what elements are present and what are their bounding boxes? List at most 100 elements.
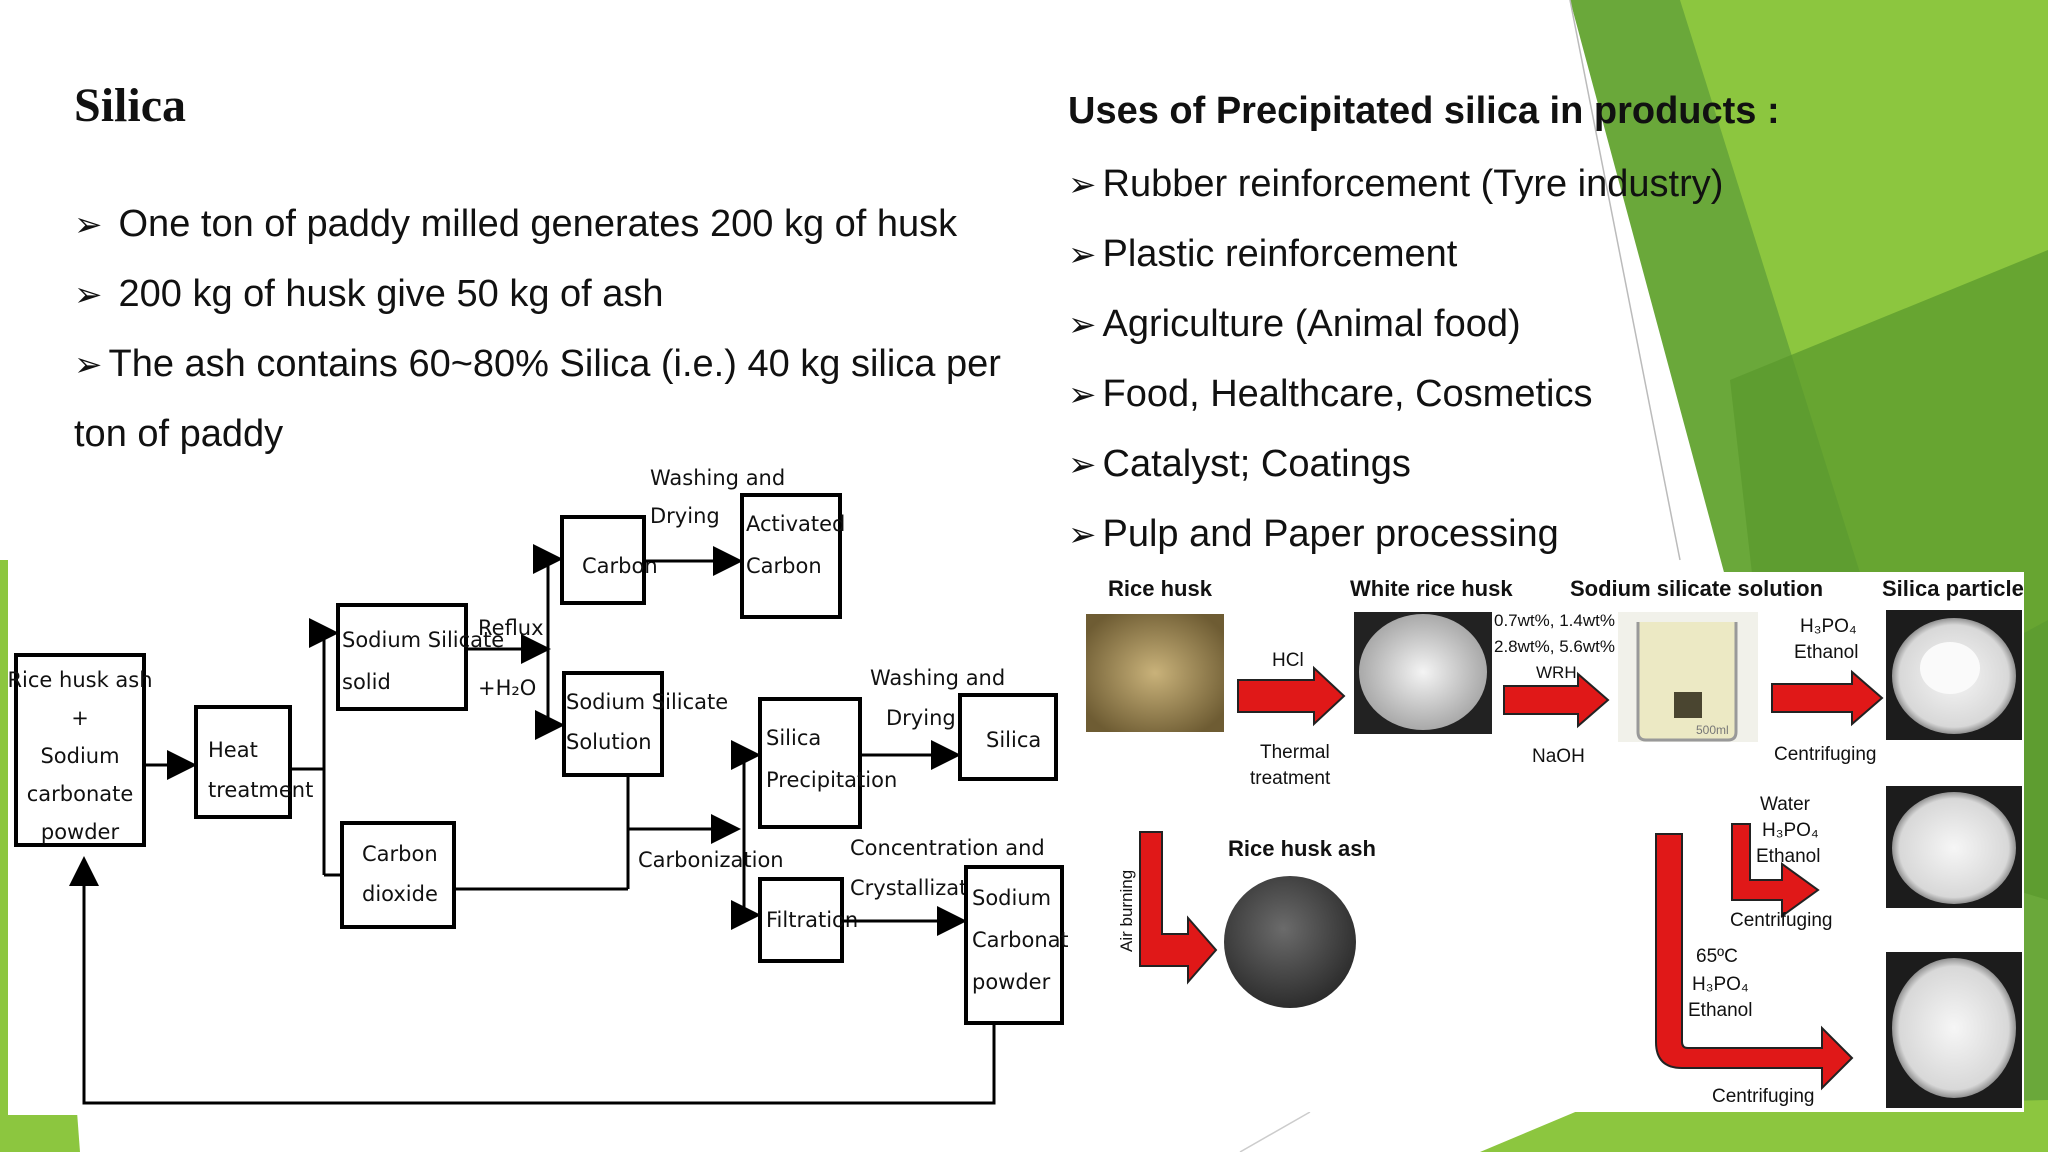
svg-text:Thermal: Thermal: [1260, 742, 1330, 763]
white-rice-husk-dish: [1359, 614, 1487, 730]
svg-text:Precipitation: Precipitation: [766, 768, 897, 792]
proc-label-silica-particles: Silica particles: [1882, 576, 2024, 601]
bullet-item: ➢200 kg of husk give 50 kg of ash: [74, 260, 1034, 330]
flow-label-washing-2: Washing and: [870, 666, 1005, 690]
svg-text:0.7wt%, 1.4wt%: 0.7wt%, 1.4wt%: [1494, 611, 1615, 630]
bullet-arrow-icon: ➢: [1068, 306, 1097, 344]
uses-item: ➢Rubber reinforcement (Tyre industry): [1068, 150, 1723, 220]
rice-husk-photo: [1086, 614, 1224, 732]
uses-item: ➢Plastic reinforcement: [1068, 220, 1723, 290]
flow-box-ss-solution: [562, 671, 664, 777]
proc-label-air-burning: Air burning: [1117, 870, 1136, 952]
flow-start-line: powder: [41, 820, 120, 844]
process-diagram: Rice husk White rice husk Sodium silicat…: [1082, 572, 2036, 1112]
bullet-arrow-icon: ➢: [1068, 376, 1097, 414]
svg-text:Solution: Solution: [566, 730, 652, 754]
beaker-volume-label: 500ml: [1696, 723, 1729, 737]
proc-label-rice-husk: Rice husk: [1108, 576, 1213, 601]
bullet-item: ➢The ash contains 60~80% Silica (i.e.) 4…: [74, 330, 1034, 400]
rice-husk-ash-photo: [1224, 876, 1356, 1008]
svg-text:2.8wt%, 5.6wt%: 2.8wt%, 5.6wt%: [1494, 637, 1615, 656]
proc-label-white-rice-husk: White rice husk: [1350, 576, 1513, 601]
bullet-arrow-icon: ➢: [1068, 516, 1097, 554]
flow-box-activated-carbon: [740, 493, 842, 619]
proc-label-ss-solution: Sodium silicate solution: [1570, 576, 1823, 601]
svg-text:Silica: Silica: [766, 726, 821, 750]
bullet-item: ➢One ton of paddy milled generates 200 k…: [74, 190, 1034, 260]
red-arrow-icon: [1771, 669, 1884, 727]
flow-box-carbon: [560, 515, 646, 605]
flow-label-drying: Drying: [650, 504, 720, 528]
silica-dish-3: [1892, 958, 2016, 1098]
flow-box-silica: [958, 693, 1058, 781]
bullet-arrow-icon: ➢: [1068, 166, 1097, 204]
flow-box-sodium-carbonate: [964, 865, 1064, 1025]
svg-text:Carbon: Carbon: [746, 554, 822, 578]
proc-label-hcl: HCl: [1272, 650, 1304, 671]
silica-powder-1: [1920, 642, 1980, 694]
flow-label-concentration: Concentration and: [850, 836, 1045, 860]
svg-text:Carbonate: Carbonate: [972, 928, 1068, 952]
svg-text:Centrifuging: Centrifuging: [1730, 910, 1832, 931]
svg-text:H₃PO₄: H₃PO₄: [1692, 974, 1749, 995]
bullet-arrow-icon: ➢: [1068, 236, 1097, 274]
uses-heading: Uses of Precipitated silica in products …: [1068, 90, 1780, 132]
flow-label-h2o: +H₂O: [478, 676, 536, 700]
svg-text:Ethanol: Ethanol: [1688, 1000, 1752, 1021]
svg-text:Sodium: Sodium: [972, 886, 1051, 910]
svg-text:Ethanol: Ethanol: [1756, 846, 1820, 867]
process-svg: Rice husk White rice husk Sodium silicat…: [1086, 576, 2036, 1108]
red-bent-arrow-icon: [1731, 823, 1820, 918]
proc-label-rice-husk-ash: Rice husk ash: [1228, 836, 1376, 861]
svg-text:Heat: Heat: [208, 738, 258, 762]
uses-list: ➢Rubber reinforcement (Tyre industry) ➢P…: [1068, 150, 1723, 570]
flow-box-carbon-dioxide: [340, 821, 456, 929]
svg-text:powder: powder: [972, 970, 1051, 994]
svg-text:H₃PO₄: H₃PO₄: [1800, 616, 1857, 637]
flow-label-reflux: Reflux: [478, 616, 544, 640]
svg-text:Centrifuging: Centrifuging: [1712, 1086, 1814, 1107]
svg-text:65ºC: 65ºC: [1696, 946, 1738, 967]
flow-label-drying-2: Drying: [886, 706, 956, 730]
red-arrow-icon: [1503, 671, 1610, 729]
red-bent-arrow-icon: [1655, 833, 1854, 1091]
svg-text:solid: solid: [342, 670, 391, 694]
flow-start-line: Rice husk ash: [8, 668, 153, 692]
flow-box-sodium-silicate-solid: [336, 603, 468, 711]
bullet-arrow-icon: ➢: [1068, 446, 1097, 484]
svg-text:Activated: Activated: [746, 512, 845, 536]
flow-start-line: Sodium: [40, 744, 119, 768]
bullet-arrow-icon: ➢: [74, 276, 103, 314]
silica-flowchart: Rice husk ash + Sodium carbonate powder …: [8, 455, 1068, 1115]
flow-box-heat: [194, 705, 292, 819]
slide-title: Silica: [74, 79, 187, 132]
svg-text:WRH: WRH: [1536, 663, 1577, 682]
flow-recycle-line: [69, 856, 996, 1105]
bg-thin-line: [1569, 0, 1681, 561]
svg-text:Silica: Silica: [986, 728, 1041, 752]
silica-dish-2: [1892, 792, 2016, 904]
uses-item: ➢Catalyst; Coatings: [1068, 430, 1723, 500]
beaker-sample: [1674, 692, 1702, 718]
svg-text:Carbon: Carbon: [362, 842, 438, 866]
flow-label-carbonization: Carbonization: [638, 848, 784, 872]
flow-box-precipitation: [758, 697, 862, 829]
red-arrow-icon: [1237, 665, 1346, 727]
svg-text:treatment: treatment: [1250, 768, 1331, 789]
svg-text:Water: Water: [1760, 794, 1811, 815]
svg-text:Ethanol: Ethanol: [1794, 642, 1858, 663]
flow-label-washing: Washing and: [650, 466, 785, 490]
uses-item: ➢Pulp and Paper processing: [1068, 500, 1723, 570]
svg-text:H₃PO₄: H₃PO₄: [1762, 820, 1819, 841]
bg-thin-line-bottom: [1239, 1111, 1311, 1152]
beaker-icon: [1636, 622, 1738, 742]
uses-item: ➢Food, Healthcare, Cosmetics: [1068, 360, 1723, 430]
svg-text:Carbon: Carbon: [582, 554, 658, 578]
proc-label-centrifuging: Centrifuging: [1774, 744, 1876, 765]
bullet-arrow-icon: ➢: [74, 206, 103, 244]
svg-text:Sodium Silicate: Sodium Silicate: [566, 690, 728, 714]
bullet-arrow-icon: ➢: [74, 346, 103, 384]
flow-box-start: [14, 653, 146, 847]
uses-item: ➢Agriculture (Animal food): [1068, 290, 1723, 360]
bullet-continuation: ton of paddy: [74, 413, 284, 455]
